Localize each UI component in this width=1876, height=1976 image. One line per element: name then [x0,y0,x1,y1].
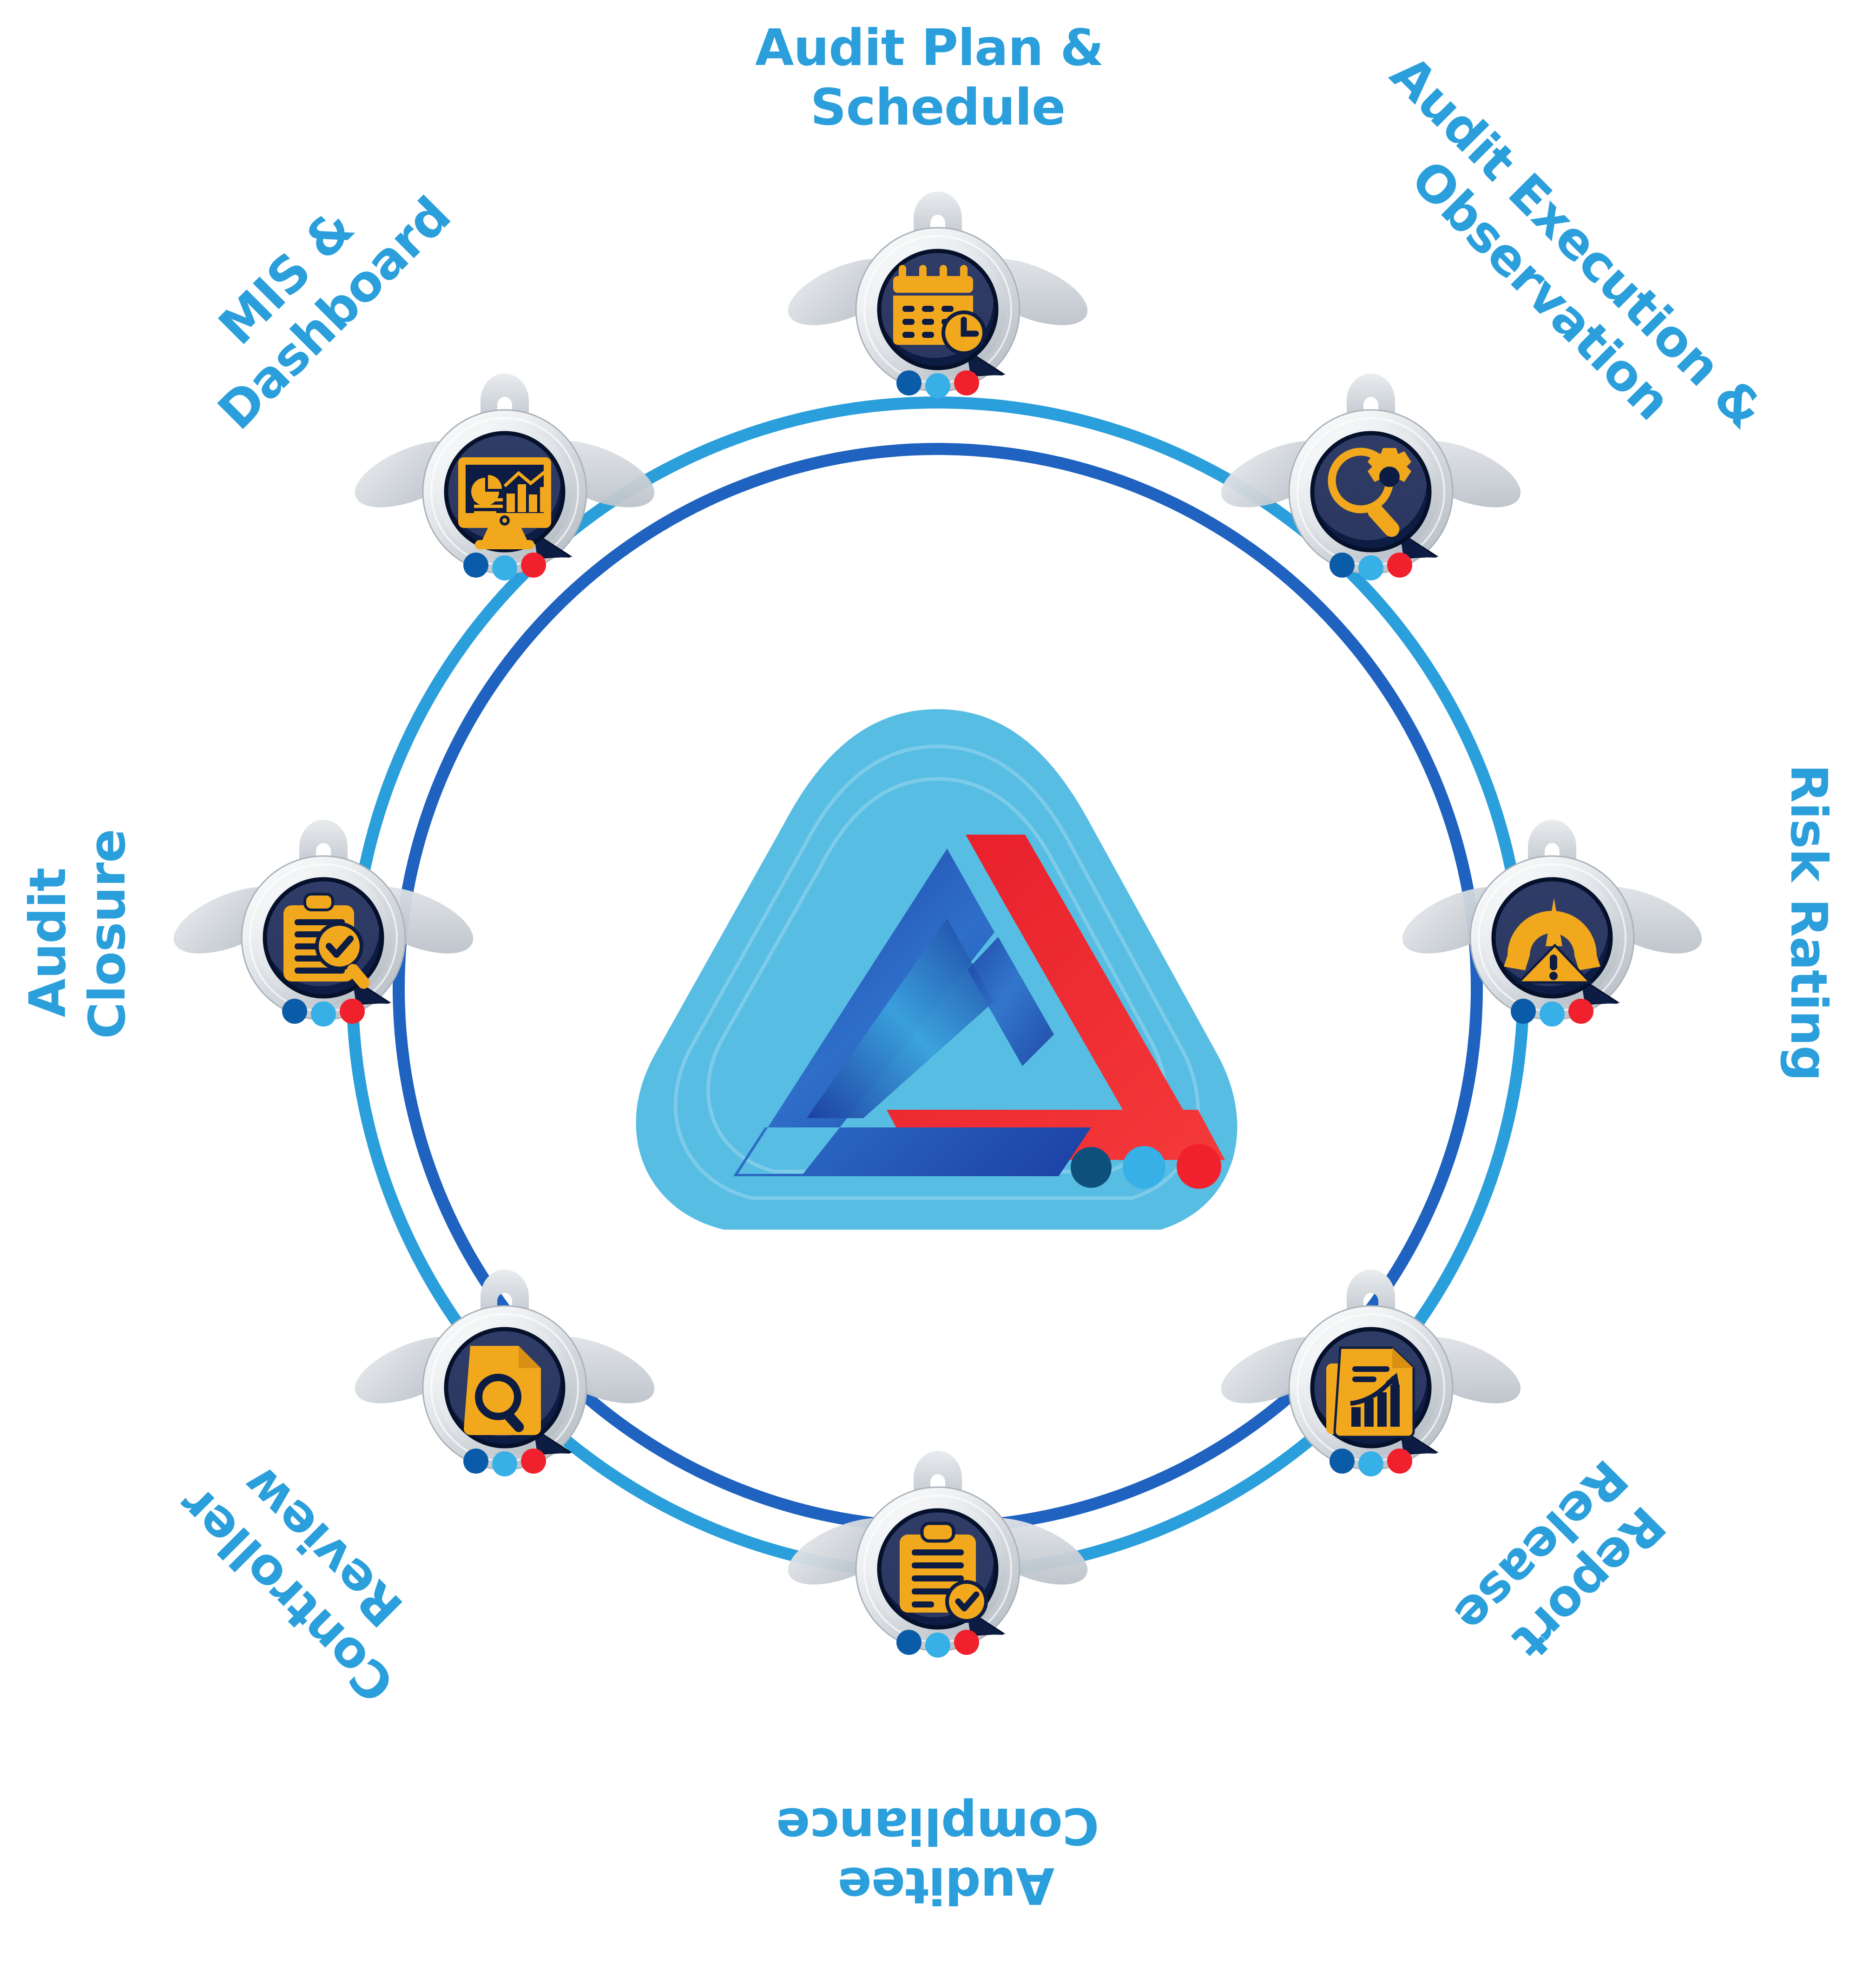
label-auditee-compliance: Auditee Compliance [777,1797,1099,1914]
gauge-warning-icon [1504,898,1600,984]
badge-audit-closure[interactable] [165,820,482,1027]
badge-audit-plan-schedule[interactable] [779,191,1097,398]
logo-dot-blue [1123,1146,1165,1189]
badge-report-release[interactable] [1212,1270,1530,1476]
monitor-analytics-icon [458,457,551,549]
magnifier-gear-icon [1328,448,1411,537]
logo-triangle-blue-right [968,937,1054,1066]
logo-triangle-inner [807,918,994,1118]
document-magnifier-icon [464,1346,541,1435]
label-controller-review: Controller Review [156,1421,448,1713]
logo-dot-navy [1071,1147,1112,1188]
logo-triangle-red [887,835,1225,1160]
badge-controller-review[interactable] [346,1270,664,1476]
badge-audit-execution-observation[interactable] [1212,374,1530,580]
clipboard-check-icon [900,1522,988,1623]
badge-auditee-compliance[interactable] [779,1451,1097,1658]
label-risk-rating: Risk Rating [1779,764,1837,1081]
badge-mis-dashboard[interactable] [346,374,664,580]
label-report-release: Report Release [1443,1449,1680,1686]
center-logo [636,709,1238,1230]
label-audit-plan-schedule: Audit Plan & Schedule [755,19,1120,137]
report-growth-icon [1326,1346,1415,1438]
calendar-clock-icon [893,265,986,355]
label-audit-closure: Audit Closure [19,829,137,1039]
badge-risk-rating[interactable] [1394,820,1711,1027]
logo-dot-red [1177,1144,1221,1189]
label-mis-dashboard: MIS & Dashboard [165,144,461,441]
clipboard-magnifier-check-icon [283,893,370,989]
